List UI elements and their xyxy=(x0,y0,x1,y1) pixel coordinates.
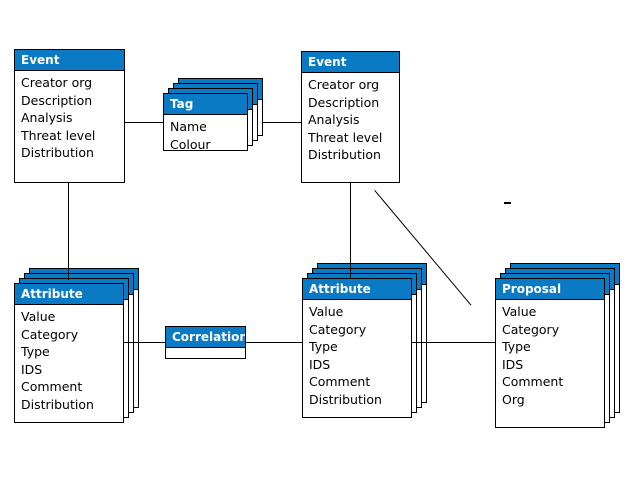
entity-attribute: Analysis xyxy=(21,110,73,125)
entity-attribute: Analysis xyxy=(308,112,360,127)
entity-attribute: Distribution xyxy=(308,147,381,162)
entity-card: Attribute Value Category Type IDS Commen… xyxy=(302,278,412,418)
entity-attribute: Distribution xyxy=(21,145,94,160)
entity-attribute-list: Value Category Type IDS Comment Distribu… xyxy=(303,300,411,412)
entity-header-title: Correlation xyxy=(166,327,245,348)
entity-event-left[interactable]: Event Creator org Description Analysis T… xyxy=(14,49,125,183)
entity-header-title: Attribute xyxy=(303,279,411,300)
entity-attribute: Distribution xyxy=(309,391,382,407)
entity-attribute: IDS xyxy=(21,361,43,377)
entity-attribute: IDS xyxy=(502,356,524,372)
entity-attribute: Value xyxy=(309,304,344,319)
connector-event-right-to-attribute xyxy=(350,182,351,280)
entity-tag[interactable]: Tag Name Colour xyxy=(163,78,263,152)
entity-header-title: Tag xyxy=(164,94,247,115)
entity-attribute: Comment xyxy=(309,374,371,389)
entity-attribute-list: Value Category Type IDS Comment Distribu… xyxy=(15,305,123,417)
entity-attribute: Creator org xyxy=(308,77,380,92)
entity-attribute-list: Name Colour xyxy=(164,115,247,157)
entity-attribute: IDS xyxy=(309,356,331,372)
entity-attribute: Threat level xyxy=(308,129,383,145)
entity-attribute-middle[interactable]: Attribute Value Category Type IDS Commen… xyxy=(302,263,427,418)
connector-tag-to-event-right xyxy=(262,122,301,123)
entity-attribute-list: Value Category Type IDS Comment Org xyxy=(496,300,604,412)
entity-attribute: Comment xyxy=(21,379,83,394)
entity-attribute: Value xyxy=(21,309,56,324)
entity-attribute: Value xyxy=(502,304,537,319)
entity-header-title: Attribute xyxy=(15,284,123,305)
entity-attribute-list: Creator org Description Analysis Threat … xyxy=(302,73,399,168)
entity-card: Event Creator org Description Analysis T… xyxy=(14,49,125,183)
entity-attribute: Description xyxy=(21,92,93,108)
connector-attribute-middle-to-proposal xyxy=(412,342,495,343)
entity-card: Correlation xyxy=(165,326,246,359)
connector-event-left-to-attribute xyxy=(68,182,69,280)
entity-attribute-left[interactable]: Attribute Value Category Type IDS Commen… xyxy=(14,268,139,423)
entity-attribute: Description xyxy=(308,94,380,110)
entity-card: Attribute Value Category Type IDS Commen… xyxy=(14,283,124,423)
connector-correlation-to-attribute-middle xyxy=(246,342,302,343)
entity-attribute: Type xyxy=(21,344,50,359)
entity-attribute: Type xyxy=(309,339,338,354)
entity-attribute: Comment xyxy=(502,374,564,389)
entity-correlation[interactable]: Correlation xyxy=(165,326,246,359)
entity-attribute: Category xyxy=(309,321,367,337)
entity-attribute: Org xyxy=(502,391,525,407)
entity-card: Tag Name Colour xyxy=(163,93,248,152)
stray-dash-mark xyxy=(504,202,511,204)
entity-card: Event Creator org Description Analysis T… xyxy=(301,51,400,183)
entity-attribute: Colour xyxy=(170,136,211,152)
entity-attribute: Category xyxy=(21,326,79,342)
entity-header-title: Proposal xyxy=(496,279,604,300)
entity-attribute: Threat level xyxy=(21,127,96,143)
entity-card: Proposal Value Category Type IDS Comment… xyxy=(495,278,605,428)
entity-attribute: Type xyxy=(502,339,531,354)
entity-proposal[interactable]: Proposal Value Category Type IDS Comment… xyxy=(495,263,620,428)
entity-header-title: Event xyxy=(302,52,399,73)
connector-attribute-left-to-correlation xyxy=(123,342,165,343)
connector-event-left-to-tag xyxy=(125,122,163,123)
entity-attribute: Distribution xyxy=(21,396,94,412)
entity-attribute: Category xyxy=(502,321,560,337)
entity-attribute-list: Creator org Description Analysis Threat … xyxy=(15,71,124,166)
entity-header-title: Event xyxy=(15,50,124,71)
entity-attribute: Name xyxy=(170,119,207,134)
entity-event-right[interactable]: Event Creator org Description Analysis T… xyxy=(301,51,400,183)
entity-attribute: Creator org xyxy=(21,75,93,90)
